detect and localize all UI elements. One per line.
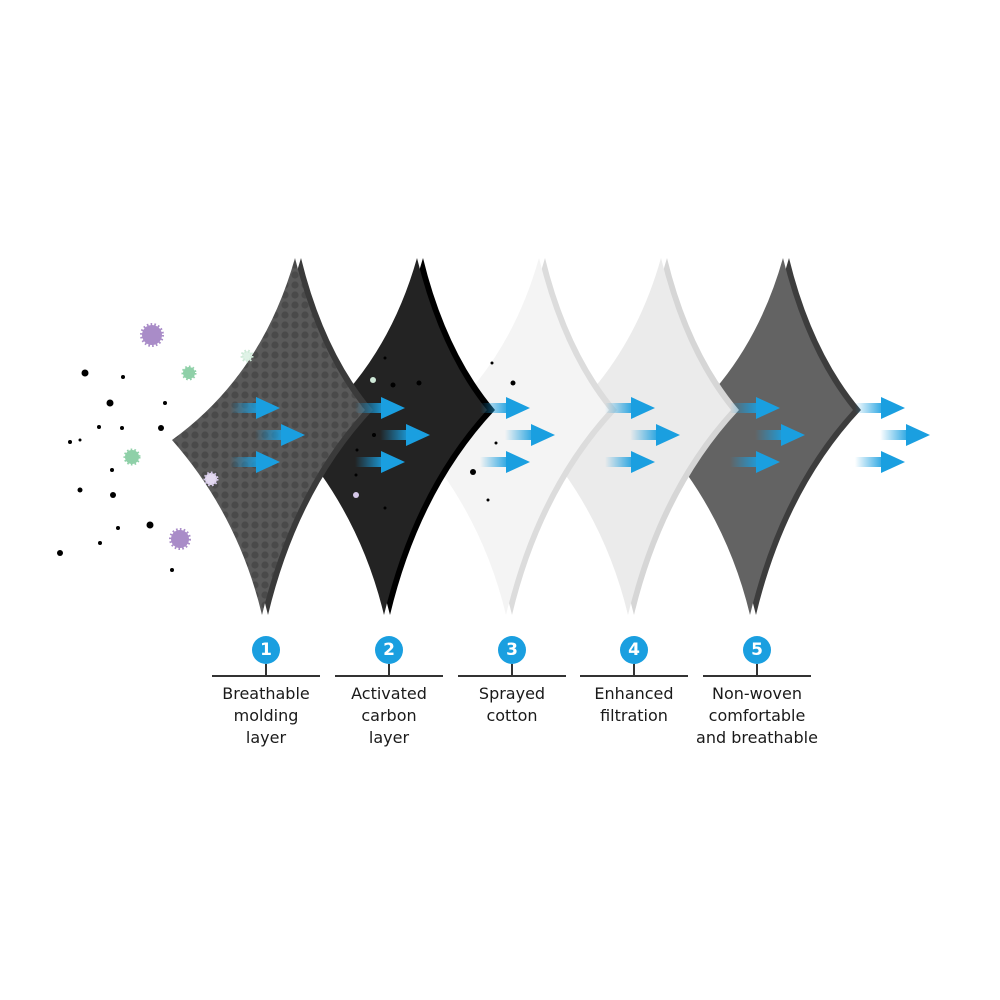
divider: [703, 675, 811, 677]
layer-label: Breathable molding layer: [196, 683, 336, 749]
layer-label-line: Non-woven: [712, 684, 802, 703]
layer-number-badge: 2: [375, 636, 403, 664]
airflow-arrow-icon: [855, 451, 905, 473]
layer-label: Activated carbon layer: [319, 683, 459, 749]
connector-line: [265, 664, 267, 676]
connector-line: [511, 664, 513, 676]
particles: [57, 369, 174, 572]
connector-line: [388, 664, 390, 676]
layer-label-line: layer: [368, 728, 410, 747]
layer-number-badge: 5: [743, 636, 771, 664]
layer-number-badge: 4: [620, 636, 648, 664]
connector-line: [633, 664, 635, 676]
layer-number-badge: 1: [252, 636, 280, 664]
divider: [458, 675, 566, 677]
layer-label-line: cotton: [486, 706, 538, 725]
airflow-arrow-icon: [855, 397, 905, 419]
airflow-arrow-icon: [880, 424, 930, 446]
divider: [212, 675, 320, 677]
layer-label-line: Breathable: [222, 684, 310, 703]
connector-line: [756, 664, 758, 676]
layer-label: Sprayed cotton: [442, 683, 582, 727]
layer-label-line: carbon: [361, 706, 417, 725]
layer-label-line: filtration: [600, 706, 668, 725]
divider: [580, 675, 688, 677]
layer-label-line: Activated: [351, 684, 427, 703]
trapped-particles: [354, 356, 516, 510]
layer-number-badge: 3: [498, 636, 526, 664]
layer-label-line: molding: [233, 706, 299, 725]
layer-label-line: Enhanced: [594, 684, 674, 703]
virus-icons: [123, 323, 376, 550]
divider: [335, 675, 443, 677]
layer-label: Enhanced filtration: [564, 683, 704, 727]
layer-label-line: layer: [245, 728, 287, 747]
layer-label-line: and breathable: [696, 728, 818, 747]
layer-label-line: comfortable: [708, 706, 806, 725]
layer-label: Non-woven comfortable and breathable: [687, 683, 827, 749]
layer-label-line: Sprayed: [478, 684, 546, 703]
